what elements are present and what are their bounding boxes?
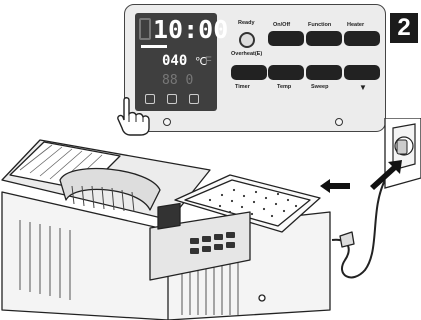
heater-button[interactable] [344, 31, 380, 46]
down-label: ▼ [359, 83, 367, 92]
step-number-badge: 2 [390, 13, 418, 43]
function-button[interactable] [306, 31, 342, 46]
time-readout: 10:00 [153, 15, 228, 44]
lcd-dim-digit [139, 18, 151, 40]
lcd-basket-icon [189, 94, 199, 104]
arrow-left-icon [318, 178, 352, 194]
ready-label: Ready [238, 20, 255, 26]
down-button[interactable] [344, 65, 380, 80]
ultrasonic-cleaner-illustration [0, 120, 421, 320]
lcd-degas-icon [167, 94, 177, 104]
lcd-progress-bar [141, 45, 167, 48]
ready-indicator-light [239, 32, 255, 48]
temp-label: Temp [277, 84, 291, 90]
on-off-button[interactable] [268, 31, 304, 46]
heater-label: Heater [347, 22, 364, 28]
temp-button[interactable] [268, 65, 304, 80]
unit-fahrenheit: F [205, 55, 212, 67]
function-label: Function [308, 22, 331, 28]
lcd-dim-segments: 88 0 [162, 73, 193, 88]
overheat-label: Overheat(E) [231, 51, 262, 57]
arrow-right-icon [368, 158, 404, 190]
sweep-label: Sweep [311, 84, 328, 90]
temperature-readout: 040 [162, 53, 187, 69]
on-off-label: On/Off [273, 22, 290, 28]
sweep-button[interactable] [306, 65, 342, 80]
timer-button[interactable] [231, 65, 267, 80]
timer-label: Timer [235, 84, 250, 90]
